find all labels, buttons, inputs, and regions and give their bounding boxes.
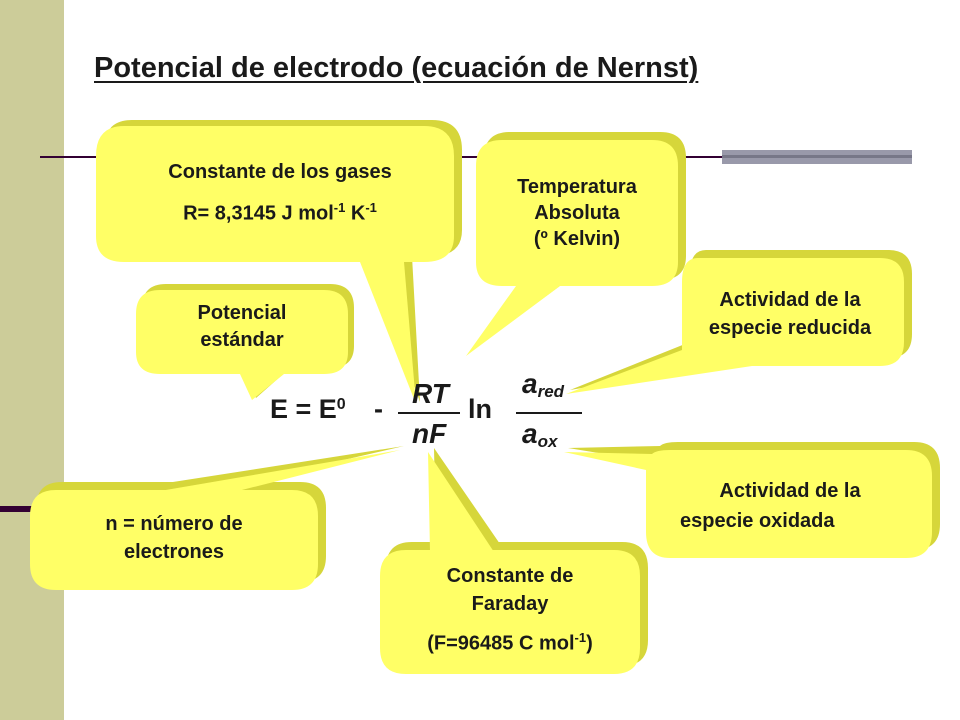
gases-name: Constante de los gases xyxy=(168,161,392,183)
rule-right xyxy=(660,156,724,158)
callout-oxidized xyxy=(564,450,932,558)
rule-gray-bar xyxy=(722,150,912,164)
equation-lhs: E = E0 xyxy=(270,394,346,425)
reduced-line2: especie reducida xyxy=(708,317,872,339)
equation-e0-sup: 0 xyxy=(336,396,346,413)
faraday-line3-close: ) xyxy=(586,632,593,655)
equation-fraction-bar-right xyxy=(516,412,582,414)
callout-reduced-text: Actividad de la especie reducida xyxy=(670,286,910,342)
gases-value-text: R= 8,3145 J mol xyxy=(183,202,334,225)
callout-faraday-text: Constante de Faraday (F=96485 C mol-1) xyxy=(380,562,640,658)
gases-value: R= 8,3145 J mol-1 K-1 xyxy=(110,195,450,227)
equation-a-red-sub: red xyxy=(537,382,565,401)
equation-activity-denominator: aox xyxy=(522,418,557,452)
oxidized-line2: especie oxidada xyxy=(680,510,835,532)
equation-a-ox: a xyxy=(522,418,538,449)
gases-value-k: K xyxy=(345,202,366,225)
callout-standard xyxy=(136,290,348,400)
callout-gases-text: Constante de los gases R= 8,3145 J mol-1… xyxy=(110,160,450,227)
reduced-line1: Actividad de la xyxy=(719,289,861,311)
faraday-line3: (F=96485 C mol-1) xyxy=(380,624,640,658)
callout-oxidized-text: Actividad de la especie oxidada xyxy=(660,476,920,536)
electrons-line1: n = número de xyxy=(105,513,243,535)
equation-e-e: E = E xyxy=(270,394,337,424)
electrons-line2: electrones xyxy=(123,541,225,563)
standard-line1: Potencial xyxy=(197,302,287,324)
temperature-line1: Temperatura xyxy=(517,176,637,198)
left-sidebar xyxy=(0,0,64,720)
temperature-line2: Absoluta xyxy=(534,202,620,224)
gases-value-sup2: -1 xyxy=(365,200,377,215)
slide-title: Potencial de electrodo (ecuación de Nern… xyxy=(94,52,699,84)
equation-a-red: a xyxy=(522,368,538,399)
faraday-line1: Constante de xyxy=(446,565,574,587)
standard-line2: estándar xyxy=(200,329,284,351)
gases-value-sup1: -1 xyxy=(333,200,346,215)
equation-fraction-bar-left xyxy=(398,412,460,414)
equation-ln: ln xyxy=(468,394,492,424)
temperature-line3: (º Kelvin) xyxy=(533,228,621,250)
callout-temperature xyxy=(466,140,678,356)
equation-denominator: nF xyxy=(412,418,447,449)
equation-numerator: RT xyxy=(412,378,449,409)
equation-activity-numerator: ared xyxy=(522,368,564,402)
faraday-line3-sup: -1 xyxy=(574,630,587,645)
faraday-line3-text: (F=96485 C mol xyxy=(427,632,575,655)
callout-faraday xyxy=(380,452,640,674)
callout-gases xyxy=(96,126,454,404)
faraday-line2: Faraday xyxy=(471,593,549,615)
callout-reduced xyxy=(566,258,904,394)
callout-temperature-text: Temperatura Absoluta (º Kelvin) xyxy=(476,174,678,252)
callout-electrons-text: n = número de electrones xyxy=(30,510,318,566)
equation-minus: - xyxy=(374,394,383,424)
equation-a-ox-sub: ox xyxy=(537,432,558,451)
oxidized-line1: Actividad de la xyxy=(719,480,861,502)
rule-left xyxy=(40,156,110,158)
callout-standard-text: Potencial estándar xyxy=(136,300,348,354)
callout-electrons xyxy=(30,450,400,590)
